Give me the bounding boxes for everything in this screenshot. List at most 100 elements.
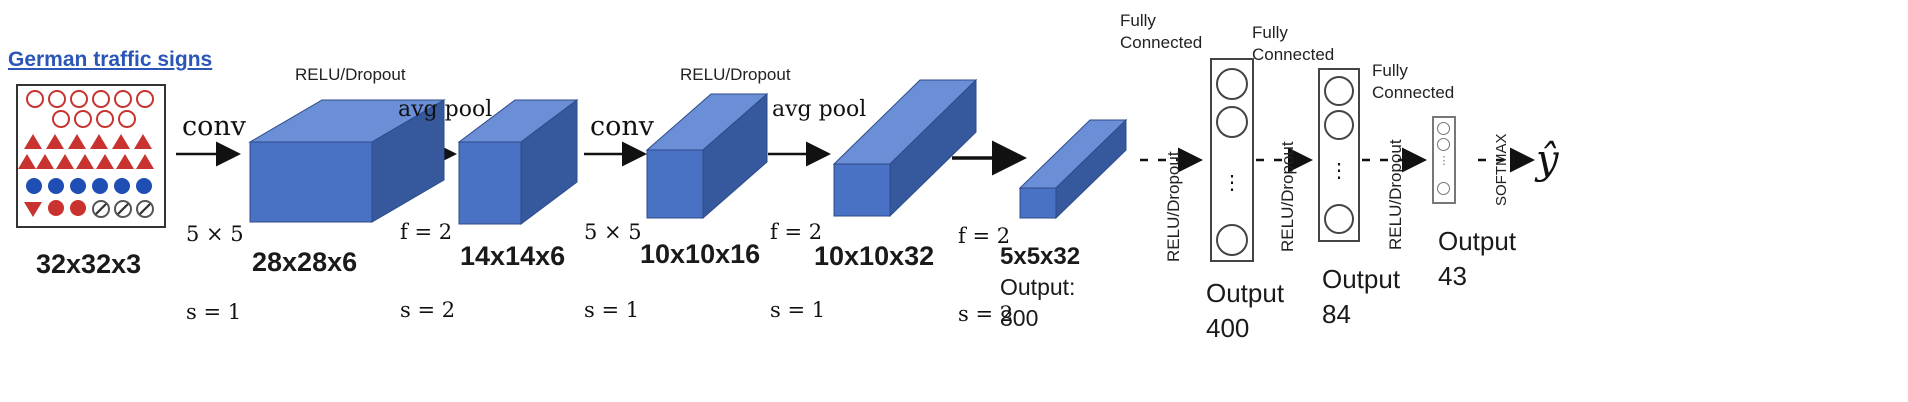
layer-10x10x16-volume xyxy=(645,92,769,220)
traffic-sign-icon xyxy=(118,110,136,128)
op-avgpool-1-label: avg pool xyxy=(398,97,493,122)
cube-front-face xyxy=(833,163,891,217)
traffic-sign-icon xyxy=(114,90,132,108)
traffic-sign-icon xyxy=(74,110,92,128)
activation-relu-dropout-2: RELU/Dropout xyxy=(1278,141,1297,252)
fc1-neuron xyxy=(1216,224,1248,256)
op-conv-1-kernel: 5 × 5 xyxy=(186,221,244,246)
cube-front-face xyxy=(458,141,522,225)
fc3-neuron xyxy=(1437,182,1450,195)
cube-front-face xyxy=(646,149,704,219)
op-avgpool-2-label: avg pool xyxy=(772,97,867,122)
fc2-title: Fully Connected xyxy=(1252,23,1335,65)
op-conv-2-params: 5 × 5 s = 1 xyxy=(584,166,642,376)
traffic-sign-icon xyxy=(96,154,114,169)
op-conv-2-label: conv xyxy=(590,111,655,142)
traffic-sign-icon xyxy=(136,178,152,194)
activation-relu-dropout-3: RELU/Dropout xyxy=(1386,139,1405,250)
layer-4-dims-label: 10x10x32 xyxy=(814,241,935,271)
traffic-sign-icon xyxy=(24,134,42,149)
op-avgpool-1-stride: s = 2 xyxy=(400,298,456,323)
traffic-sign-icon xyxy=(48,178,64,194)
op-avgpool-2-filter: f = 2 xyxy=(770,219,823,244)
traffic-sign-icon xyxy=(92,178,108,194)
activation-relu-dropout-1: RELU/Dropout xyxy=(1164,151,1183,262)
traffic-sign-icon xyxy=(136,90,154,108)
traffic-sign-icon xyxy=(24,202,42,217)
traffic-sign-icon xyxy=(96,110,114,128)
fc1-ellipsis: ⋮ xyxy=(1222,172,1242,194)
fc1-layer: ⋮ xyxy=(1210,58,1254,262)
traffic-sign-icon xyxy=(48,90,66,108)
traffic-sign-icon xyxy=(136,154,154,169)
traffic-sign-icon xyxy=(56,154,74,169)
traffic-sign-icon xyxy=(36,154,54,169)
traffic-sign-icon xyxy=(92,200,110,218)
input-dataset-link[interactable]: German traffic signs xyxy=(8,48,213,71)
fc2-neuron xyxy=(1324,76,1354,106)
op-conv-2-kernel: 5 × 5 xyxy=(584,219,642,244)
fc2-ellipsis: ⋮ xyxy=(1329,160,1349,182)
traffic-sign-icon xyxy=(26,178,42,194)
traffic-sign-icon xyxy=(46,134,64,149)
layer-14x14x6-volume xyxy=(457,99,579,225)
traffic-sign-icon xyxy=(70,200,86,216)
traffic-sign-icon xyxy=(116,154,134,169)
op-avgpool-2-params: f = 2 s = 1 xyxy=(770,166,825,376)
fc3-neuron xyxy=(1437,122,1450,135)
layer-5-output-label: Output: 800 xyxy=(1000,274,1076,332)
op-avgpool-1-filter: f = 2 xyxy=(400,219,453,244)
op-pool-3-stride: s = 2 xyxy=(958,302,1014,327)
fc2-layer: ⋮ xyxy=(1318,68,1360,242)
traffic-sign-icon xyxy=(92,90,110,108)
op-conv-1-params: 5 × 5 s = 1 xyxy=(186,168,244,378)
op-conv-1-label: conv xyxy=(182,111,247,142)
input-dims-label: 32x32x3 xyxy=(36,249,142,279)
op-conv-1-stride: s = 1 xyxy=(186,300,242,325)
layer-2-dims-label: 14x14x6 xyxy=(460,241,566,271)
traffic-sign-icon xyxy=(136,200,154,218)
layer-5x5x32-volume xyxy=(1018,118,1128,220)
traffic-sign-icon xyxy=(26,90,44,108)
traffic-sign-icon xyxy=(52,110,70,128)
layer-3-activation-label: RELU/Dropout xyxy=(680,65,791,84)
fc2-neuron xyxy=(1324,204,1354,234)
fc3-neuron xyxy=(1437,138,1450,151)
layer-1-dims-label: 28x28x6 xyxy=(252,247,358,277)
layer-3-dims-label: 10x10x16 xyxy=(640,239,761,269)
traffic-sign-icon xyxy=(18,154,36,169)
prediction-yhat: ŷ xyxy=(1536,137,1559,183)
fc1-output-label: Output 400 xyxy=(1206,278,1285,344)
traffic-sign-icon xyxy=(112,134,130,149)
fc3-ellipsis: ⋮ xyxy=(1438,155,1450,167)
layer-10x10x32-volume xyxy=(832,78,978,218)
fc2-neuron xyxy=(1324,110,1354,140)
traffic-sign-icon xyxy=(134,134,152,149)
traffic-sign-icon xyxy=(114,200,132,218)
traffic-signs-image xyxy=(16,84,166,228)
op-avgpool-1-params: f = 2 s = 2 xyxy=(400,166,455,376)
fc1-neuron xyxy=(1216,68,1248,100)
layer-5-dims-label: 5x5x32 xyxy=(1000,243,1081,270)
traffic-sign-icon xyxy=(68,134,86,149)
fc1-title: Fully Connected xyxy=(1120,11,1203,53)
fc1-neuron xyxy=(1216,106,1248,138)
fc3-output-label: Output 43 xyxy=(1438,226,1517,292)
traffic-sign-icon xyxy=(48,200,64,216)
layer-1-activation-label: RELU/Dropout xyxy=(295,65,406,84)
op-pool-3-params: f = 2 s = 2 xyxy=(958,170,1013,380)
op-avgpool-2-stride: s = 1 xyxy=(770,298,826,323)
traffic-sign-icon xyxy=(90,134,108,149)
cube-front-face xyxy=(1019,187,1057,219)
activation-softmax: SOFTMAX xyxy=(1493,133,1510,206)
layer-28x28x6-volume xyxy=(248,99,446,223)
cube-front-face xyxy=(249,141,373,223)
traffic-sign-icon xyxy=(70,90,88,108)
op-pool-3-filter: f = 2 xyxy=(958,223,1011,248)
traffic-sign-icon xyxy=(114,178,130,194)
fc2-output-label: Output 84 xyxy=(1322,264,1401,330)
traffic-sign-icon xyxy=(76,154,94,169)
fc3-layer: ⋮ xyxy=(1432,116,1456,204)
fc3-title: Fully Connected xyxy=(1372,61,1455,103)
